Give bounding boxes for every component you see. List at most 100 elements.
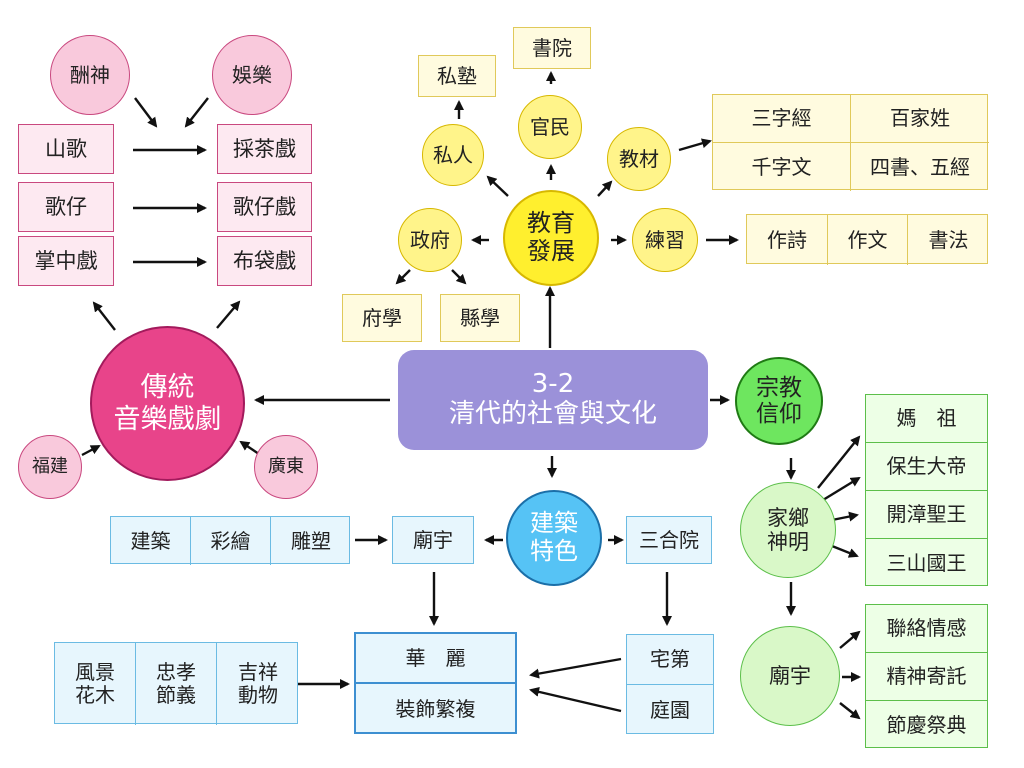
region-guangdong-circle: 廣東 [254,435,318,499]
private-school-box: 私塾 [418,55,496,97]
origin-box-gezai: 歌仔 [18,182,114,232]
architecture-temple-box: 廟宇 [392,516,474,564]
temple-function-cell: 節慶祭典 [886,712,967,737]
residence-cell: 宅第 [627,635,713,685]
motif-line: 動物 [238,683,278,707]
county-school-label: 縣學 [460,305,500,330]
god-cell: 保生大帝 [866,443,987,491]
music-hub-circle: 傳統 音樂戲劇 [90,326,245,481]
temple-art-cell: 雕塑 [291,528,331,553]
motif-line: 風景 [75,660,115,684]
motif-line: 花木 [75,683,115,707]
architecture-hub-circle: 建築 特色 [506,490,602,586]
hometown-gods-circle: 家鄉 神明 [740,482,836,578]
education-hub-circle: 教育 發展 [503,190,599,286]
academy-box: 書院 [513,27,591,69]
religion-temple-label: 廟宇 [769,663,811,688]
drama-box-gezai-opera: 歌仔戲 [217,182,312,232]
god-cell: 三山國王 [886,550,967,575]
luxury-cell: 華 麗 [356,634,515,684]
motif-cell: 忠孝 節義 [136,643,217,725]
origin-label: 掌中戲 [34,248,98,273]
region-label: 福建 [32,455,68,477]
official-circle: 官民 [518,95,582,159]
residence-box: 宅第 庭園 [626,634,714,734]
drama-label: 布袋戲 [233,248,296,273]
architecture-temple-label: 廟宇 [413,527,453,552]
religion-hub-circle: 宗教 信仰 [735,357,823,445]
music-hub-line1: 傳統 [140,372,195,404]
practice-label: 練習 [645,227,685,252]
education-hub-line1: 教育 [527,209,575,238]
motif-cell: 吉祥 動物 [217,643,299,725]
deity-offering-circle: 酬神 [50,35,130,115]
hometown-gods-list: 媽 祖 保生大帝 開漳聖王 三山國王 [865,394,988,586]
architecture-hub-line2: 特色 [530,537,578,565]
courtyard-house-box: 三合院 [626,516,712,564]
hometown-gods-line2: 神明 [767,530,809,554]
materials-circle: 教材 [607,127,671,191]
region-fujian-circle: 福建 [18,435,82,499]
origin-label: 歌仔 [45,194,87,219]
materials-table: 三字經 百家姓 千字文 四書、五經 [712,94,989,191]
education-hub-line2: 發展 [527,237,575,265]
courtyard-house-label: 三合院 [639,527,699,552]
temple-art-cell: 建築 [111,517,191,565]
religion-hub-line2: 信仰 [756,401,802,427]
origin-box-puppetry: 掌中戲 [18,236,114,286]
motif-table: 風景 花木 忠孝 節義 吉祥 動物 [54,642,299,725]
center-topic-number: 3-2 [531,369,575,400]
center-topic-title: 清代的社會與文化 [448,399,657,429]
hometown-gods-line1: 家鄉 [767,505,809,530]
material-cell: 千字文 [713,143,851,191]
drama-label: 歌仔戲 [233,194,296,219]
religion-hub-line1: 宗教 [756,374,802,401]
deity-offering-label: 酬神 [70,62,110,87]
prefecture-school-box: 府學 [342,294,422,342]
practice-cell: 作文 [828,215,908,265]
temple-art-cell: 彩繪 [191,517,271,565]
private-circle: 私人 [422,124,484,186]
government-circle: 政府 [398,208,462,272]
private-label: 私人 [433,142,473,167]
drama-box-tea-picking: 採茶戲 [217,124,312,174]
motif-line: 吉祥 [238,660,278,684]
practice-table: 作詩 作文 書法 [746,214,988,265]
official-label: 官民 [530,114,570,139]
private-school-label: 私塾 [437,63,477,88]
material-cell: 百家姓 [851,95,989,143]
center-topic-box: 3-2 清代的社會與文化 [398,350,708,450]
temple-function-cell: 聯絡情感 [866,605,987,653]
practice-cell: 作詩 [747,215,828,265]
academy-label: 書院 [532,35,572,60]
region-label: 廣東 [268,455,304,477]
temple-function-cell: 精神寄託 [866,653,987,701]
material-cell: 三字經 [713,95,851,143]
entertainment-label: 娛樂 [232,62,272,87]
government-label: 政府 [410,227,450,252]
luxury-cell: 裝飾繁複 [395,696,476,721]
residence-cell: 庭園 [650,697,690,722]
practice-circle: 練習 [632,208,698,272]
motif-cell: 風景 花木 [55,643,136,725]
luxury-style-box: 華 麗 裝飾繁複 [354,632,517,734]
prefecture-school-label: 府學 [362,305,402,330]
entertainment-circle: 娛樂 [212,35,292,115]
practice-cell: 書法 [928,227,969,252]
god-cell: 媽 祖 [866,395,987,443]
temple-function-list: 聯絡情感 精神寄託 節慶祭典 [865,604,988,748]
religion-temple-circle: 廟宇 [740,626,840,726]
drama-label: 採茶戲 [233,136,296,161]
origin-label: 山歌 [45,136,87,161]
drama-box-glove-puppet: 布袋戲 [217,236,312,286]
god-cell: 開漳聖王 [866,491,987,539]
material-cell: 四書、五經 [870,154,970,179]
motif-line: 節義 [156,683,196,707]
architecture-hub-line1: 建築 [530,509,578,538]
origin-box-mountain-song: 山歌 [18,124,114,174]
motif-line: 忠孝 [156,660,196,684]
materials-label: 教材 [619,146,659,171]
county-school-box: 縣學 [440,294,520,342]
music-hub-line2: 音樂戲劇 [113,403,222,435]
